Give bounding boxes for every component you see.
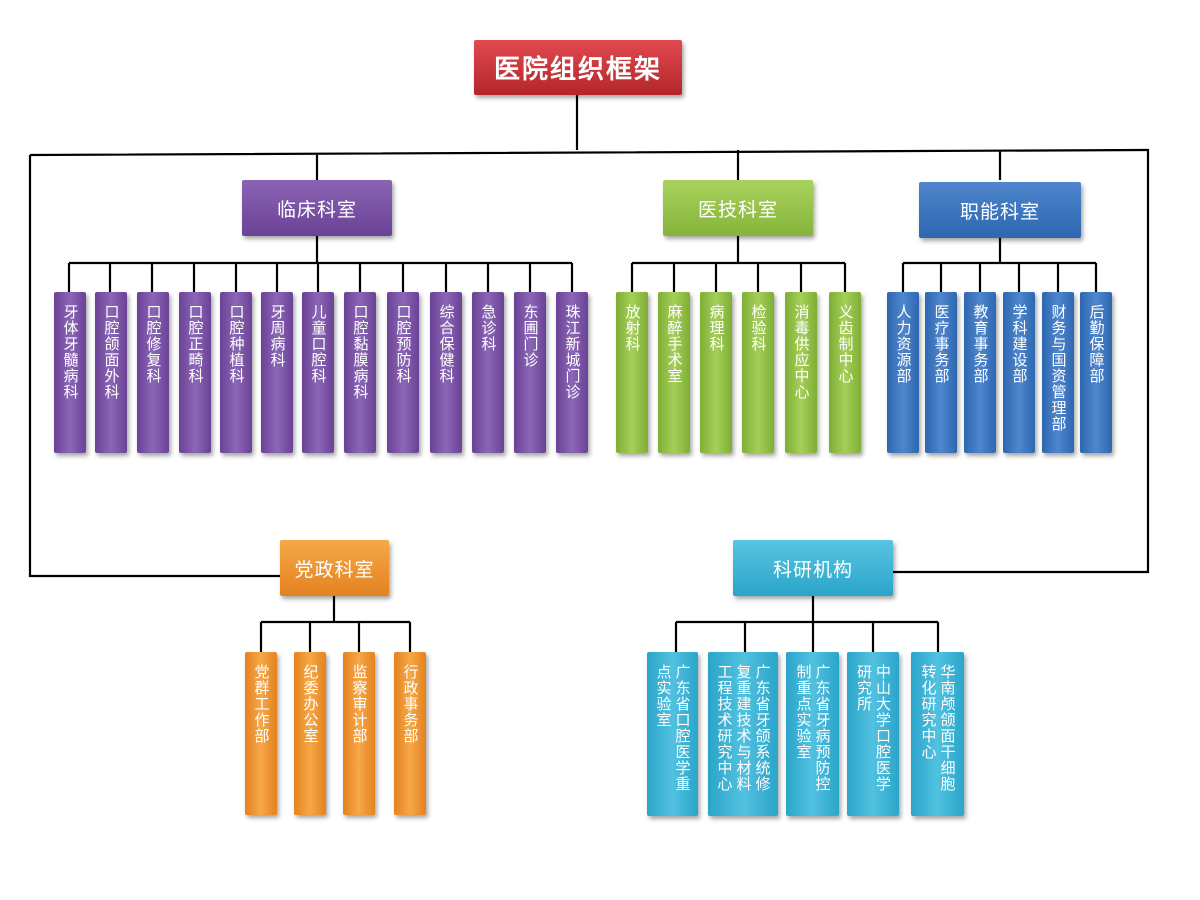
functional-dept-label: 医疗事务部: [932, 304, 951, 384]
medtech-dept-label: 检验科: [749, 304, 768, 352]
research-unit-box: 广东省牙病预防控制重点实验室: [786, 652, 839, 816]
research-unit-box: 广东省口腔医学重点实验室: [647, 652, 698, 816]
medtech-dept-label: 放射科: [623, 304, 642, 352]
research-unit-label: 广东省牙颌系统修复重建技术与材料工程技术研究中心: [715, 664, 772, 792]
research-unit-box: 广东省牙颌系统修复重建技术与材料工程技术研究中心: [708, 652, 778, 816]
research-unit-label: 广东省牙病预防控制重点实验室: [794, 664, 832, 792]
party-dept-label: 行政事务部: [401, 664, 420, 744]
research-unit-label: 广东省口腔医学重点实验室: [654, 664, 692, 792]
medtech-dept-box: 病理科: [700, 292, 732, 453]
clinical-dept-label: 口腔修复科: [144, 304, 163, 384]
clinical-dept-label: 急诊科: [479, 304, 498, 352]
org-chart-title: 医院组织框架: [474, 40, 682, 95]
medtech-dept-box: 义齿制中心: [829, 292, 861, 453]
clinical-dept-label: 牙体牙髓病科: [61, 304, 80, 400]
party-dept-label: 党群工作部: [252, 664, 271, 744]
functional-dept-label: 人力资源部: [894, 304, 913, 384]
functional-dept-label: 学科建设部: [1010, 304, 1029, 384]
research-unit-box: 华南颅颌面干细胞转化研究中心: [911, 652, 964, 816]
clinical-dept-box: 口腔种植科: [220, 292, 252, 453]
category-clinical: 临床科室: [242, 180, 392, 236]
functional-dept-box: 财务与国资管理部: [1042, 292, 1074, 453]
clinical-dept-box: 儿童口腔科: [302, 292, 334, 453]
clinical-dept-box: 珠江新城门诊: [556, 292, 588, 453]
party-dept-box: 党群工作部: [245, 652, 277, 815]
functional-dept-label: 教育事务部: [971, 304, 990, 384]
clinical-dept-box: 急诊科: [472, 292, 504, 453]
medtech-dept-label: 消毒供应中心: [792, 304, 811, 400]
clinical-dept-box: 牙周病科: [261, 292, 293, 453]
functional-dept-box: 后勤保障部: [1080, 292, 1112, 453]
medtech-dept-label: 义齿制中心: [836, 304, 855, 384]
medtech-dept-box: 放射科: [616, 292, 648, 453]
clinical-dept-label: 综合保健科: [437, 304, 456, 384]
research-unit-label: 华南颅颌面干细胞转化研究中心: [919, 664, 957, 792]
research-unit-box: 中山大学口腔医学研究所: [847, 652, 899, 816]
category-party: 党政科室: [280, 540, 389, 596]
party-dept-box: 行政事务部: [394, 652, 426, 815]
clinical-dept-label: 东圃门诊: [521, 304, 540, 368]
functional-dept-label: 后勤保障部: [1087, 304, 1106, 384]
clinical-dept-box: 口腔修复科: [137, 292, 169, 453]
functional-dept-box: 学科建设部: [1003, 292, 1035, 453]
clinical-dept-label: 牙周病科: [268, 304, 287, 368]
party-dept-label: 纪委办公室: [301, 664, 320, 744]
functional-dept-box: 人力资源部: [887, 292, 919, 453]
clinical-dept-label: 口腔预防科: [394, 304, 413, 384]
category-medtech: 医技科室: [663, 180, 813, 236]
medtech-dept-box: 检验科: [742, 292, 774, 453]
clinical-dept-box: 东圃门诊: [514, 292, 546, 453]
category-research: 科研机构: [733, 540, 893, 596]
medtech-dept-box: 麻醉手术室: [658, 292, 690, 453]
clinical-dept-box: 口腔正畸科: [179, 292, 211, 453]
clinical-dept-box: 口腔预防科: [387, 292, 419, 453]
clinical-dept-box: 口腔黏膜病科: [344, 292, 376, 453]
medtech-dept-label: 病理科: [707, 304, 726, 352]
functional-dept-box: 教育事务部: [964, 292, 996, 453]
clinical-dept-box: 口腔颌面外科: [95, 292, 127, 453]
party-dept-label: 监察审计部: [350, 664, 369, 744]
clinical-dept-label: 口腔种植科: [227, 304, 246, 384]
research-unit-label: 中山大学口腔医学研究所: [855, 664, 892, 792]
medtech-dept-box: 消毒供应中心: [785, 292, 817, 453]
clinical-dept-box: 综合保健科: [430, 292, 462, 453]
medtech-dept-label: 麻醉手术室: [665, 304, 684, 384]
clinical-dept-label: 口腔正畸科: [186, 304, 205, 384]
clinical-dept-label: 口腔黏膜病科: [351, 304, 370, 400]
party-dept-box: 纪委办公室: [294, 652, 326, 815]
clinical-dept-label: 儿童口腔科: [309, 304, 328, 384]
clinical-dept-label: 珠江新城门诊: [563, 304, 582, 400]
clinical-dept-box: 牙体牙髓病科: [54, 292, 86, 453]
functional-dept-label: 财务与国资管理部: [1049, 304, 1068, 432]
party-dept-box: 监察审计部: [343, 652, 375, 815]
clinical-dept-label: 口腔颌面外科: [102, 304, 121, 400]
category-functional: 职能科室: [919, 182, 1081, 238]
functional-dept-box: 医疗事务部: [925, 292, 957, 453]
